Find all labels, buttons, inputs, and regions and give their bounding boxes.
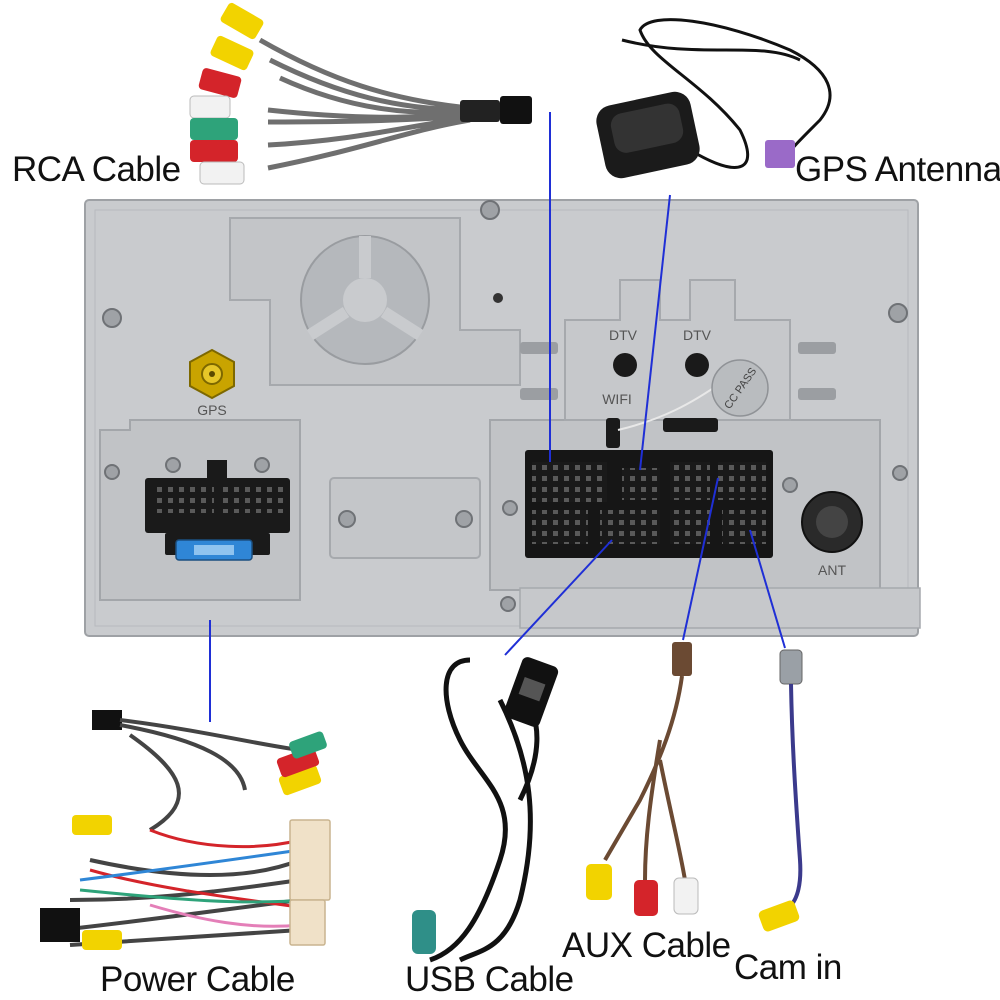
power-rca-yellow-2 [278, 764, 322, 796]
power-harness [40, 710, 331, 950]
rca-plug-red-2 [190, 140, 238, 162]
pointer-gps [639, 194, 671, 471]
pointer-usb [504, 539, 613, 656]
rca-plug-white-2 [199, 161, 245, 185]
usb-plug-teal [412, 910, 436, 954]
power-cable-label: Power Cable [100, 960, 295, 999]
cc-pass-sticker: CC PASS [711, 359, 769, 417]
usb-cable-label: USB Cable [405, 960, 574, 999]
fan-cover [300, 235, 430, 365]
aux-plug-yellow [586, 864, 612, 900]
wifi-port [606, 418, 620, 448]
fuse [175, 539, 253, 561]
dtv-label-2: DTV [683, 327, 712, 343]
rca-cable [189, 2, 532, 185]
rca-plug-green [190, 118, 238, 140]
dtv-port-1 [613, 353, 637, 377]
rca-plug-white-1 [189, 95, 231, 119]
rca-plug-yellow-2 [210, 35, 254, 71]
mount-hole [493, 293, 503, 303]
aux-plug-white [673, 877, 699, 915]
wifi-label: WIFI [602, 391, 632, 407]
pointer-aux [682, 477, 719, 641]
power-rca-yellow-1 [72, 815, 112, 835]
rca-plug-yellow-1 [220, 2, 264, 40]
power-rca-red [276, 746, 320, 778]
power-rca-green [289, 731, 327, 759]
rca-cable-label: RCA Cable [12, 150, 181, 189]
pointer-lines [209, 112, 786, 722]
rca-plug-red-1 [198, 68, 242, 98]
aux-cable [586, 642, 699, 916]
gps-antenna [596, 18, 832, 179]
multi-pin-connector-block [525, 450, 773, 558]
dtv-label-1: DTV [609, 327, 638, 343]
aux-plug-red [634, 880, 658, 916]
wifi-slot [663, 418, 718, 432]
ant-port [801, 491, 863, 553]
ant-port-label: ANT [818, 562, 846, 578]
gps-port [189, 348, 235, 400]
cam-in-cable [758, 649, 803, 932]
pointer-cam [749, 529, 786, 649]
dtv-port-2 [685, 353, 709, 377]
chassis-panel [84, 199, 921, 637]
gps-antenna-plug [765, 140, 795, 168]
gps-antenna-label: GPS Antenna [795, 150, 1000, 189]
cam-in-label: Cam in [734, 948, 842, 987]
aux-cable-label: AUX Cable [562, 926, 731, 965]
screws [102, 200, 908, 612]
usb-cable [412, 657, 559, 963]
gps-port-label: GPS [197, 402, 227, 418]
cam-in-plug-yellow [758, 900, 800, 932]
power-rca-yellow-3 [82, 930, 122, 950]
